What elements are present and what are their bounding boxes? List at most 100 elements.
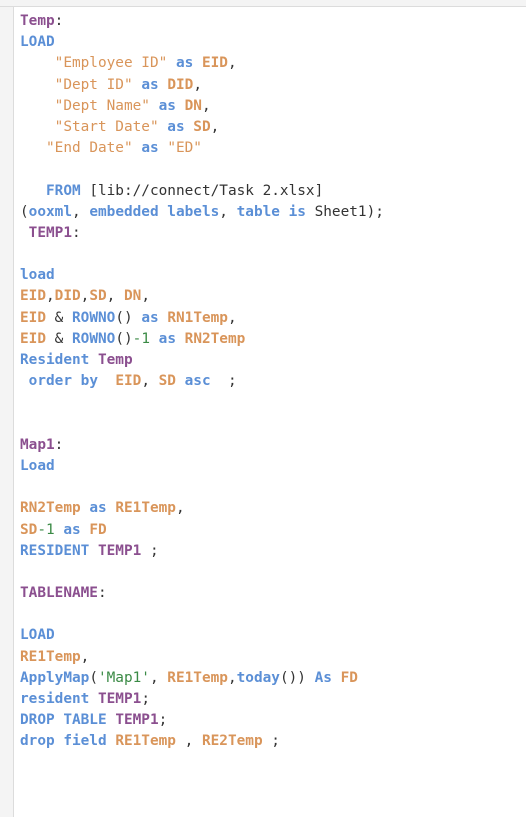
code-token: Temp	[20, 13, 55, 29]
code-token: ,	[219, 203, 237, 220]
code-line[interactable]: (ooxml, embedded labels, table is Sheet1…	[20, 202, 384, 223]
code-line[interactable]: ​	[20, 477, 384, 498]
code-line[interactable]: EID & ROWNO()-1 as RN2Temp	[20, 329, 384, 350]
code-token: EID	[20, 330, 46, 347]
code-token: Sheet1);	[305, 203, 384, 220]
code-line[interactable]: "End Date" as "ED"	[20, 138, 384, 159]
code-token: ,	[227, 309, 237, 326]
code-line[interactable]: DROP TABLE TEMP1;	[20, 710, 384, 731]
code-token: ;	[210, 373, 237, 390]
code-line[interactable]: Map1:	[20, 435, 384, 456]
code-line[interactable]: TEMP1:	[20, 223, 384, 244]
code-token: ,	[141, 373, 159, 390]
code-line[interactable]: resident TEMP1;	[20, 689, 384, 710]
code-line[interactable]: SD-1 as FD	[20, 520, 384, 541]
code-token: ,	[201, 97, 211, 114]
code-token: as	[158, 330, 176, 347]
code-token	[159, 140, 168, 156]
code-token: today	[236, 669, 280, 686]
code-line[interactable]: ApplyMap('Map1', RE1Temp,today()) As FD	[20, 668, 384, 689]
code-token: ;	[158, 712, 168, 729]
code-line[interactable]: FROM [lib://connect/Task 2.xlsx]	[20, 181, 384, 202]
code-line[interactable]: ​	[20, 159, 384, 180]
code-area[interactable]: Temp:LOAD "Employee ID" as EID, "Dept ID…	[20, 11, 384, 753]
code-token: SD	[20, 521, 38, 538]
code-token: ApplyMap	[20, 669, 90, 686]
code-token: RE1Temp	[115, 500, 176, 517]
code-line[interactable]: "Start Date" as SD,	[20, 117, 384, 138]
code-token: asc	[184, 373, 211, 390]
code-line[interactable]: order by EID, SD asc ;	[20, 371, 384, 392]
code-token: [lib://connect/Task 2.xlsx]	[80, 182, 324, 199]
code-line[interactable]: ​	[20, 244, 384, 265]
code-line[interactable]: "Dept ID" as DID,	[20, 75, 384, 96]
code-token: RN2Temp	[20, 500, 81, 517]
code-token	[159, 77, 168, 93]
code-token: EID	[115, 373, 142, 390]
code-token	[107, 733, 116, 749]
code-token: "ED"	[167, 140, 202, 157]
code-line[interactable]: Resident Temp	[20, 350, 384, 371]
code-token: DROP TABLE	[20, 712, 107, 729]
code-line[interactable]: ​	[20, 392, 384, 413]
code-line[interactable]: "Employee ID" as EID,	[20, 53, 384, 74]
code-token: TEMP1	[28, 224, 72, 241]
code-token	[185, 119, 194, 135]
code-token	[20, 183, 46, 199]
code-token: FD	[89, 521, 107, 538]
code-token: -1	[132, 330, 150, 347]
line-gutter	[0, 7, 14, 817]
code-token: drop field	[20, 733, 107, 750]
code-token: as	[141, 76, 159, 93]
code-token: ,	[72, 203, 90, 220]
code-token: "Start Date"	[54, 118, 159, 135]
code-token	[159, 119, 168, 135]
code-line[interactable]: Temp:	[20, 11, 384, 32]
code-token: SD	[158, 373, 176, 390]
code-token: ooxml	[28, 203, 72, 220]
code-token: EID	[20, 288, 46, 305]
code-token: order by	[28, 373, 98, 390]
code-line[interactable]: LOAD	[20, 625, 384, 646]
code-token: Load	[20, 457, 55, 474]
code-line[interactable]: RESIDENT TEMP1 ;	[20, 541, 384, 562]
code-token: ,	[227, 55, 237, 72]
code-token: ,	[80, 288, 90, 305]
code-line[interactable]: LOAD	[20, 32, 384, 53]
code-token: ()	[115, 309, 142, 326]
code-token: FROM	[46, 182, 81, 199]
code-token: DN	[124, 288, 142, 305]
code-token	[193, 55, 202, 71]
code-token: TEMP1	[115, 712, 159, 729]
code-token: ,	[193, 76, 202, 93]
code-token: LOAD	[20, 627, 55, 644]
code-token: embedded labels	[89, 203, 220, 220]
code-line[interactable]: EID,DID,SD, DN,	[20, 286, 384, 307]
code-token: ROWNO	[72, 330, 116, 347]
code-token: RE2Temp	[201, 733, 263, 750]
editor-top-border	[0, 0, 526, 7]
code-token: Resident	[20, 352, 90, 368]
code-line[interactable]: ​	[20, 604, 384, 625]
code-line[interactable]: drop field RE1Temp , RE2Temp ;	[20, 731, 384, 752]
code-line[interactable]: load	[20, 265, 384, 286]
code-line[interactable]: Load	[20, 456, 384, 477]
code-token: :	[54, 436, 64, 453]
code-token: -1	[37, 521, 55, 538]
code-token: ,	[106, 288, 124, 305]
code-token: RN1Temp	[167, 309, 228, 326]
code-line[interactable]: ​	[20, 562, 384, 583]
code-line[interactable]: EID & ROWNO() as RN1Temp,	[20, 308, 384, 329]
code-line[interactable]: "Dept Name" as DN,	[20, 96, 384, 117]
code-token	[150, 98, 159, 114]
code-line[interactable]: ​	[20, 414, 384, 435]
code-token: as	[89, 500, 107, 517]
code-line[interactable]: TABLENAME:	[20, 583, 384, 604]
code-token: ,	[149, 669, 168, 686]
code-token: ())	[279, 669, 315, 686]
code-token: &	[46, 330, 72, 347]
code-line[interactable]: RN2Temp as RE1Temp,	[20, 498, 384, 519]
code-token: TEMP1	[97, 691, 142, 707]
code-line[interactable]: RE1Temp,	[20, 647, 384, 668]
